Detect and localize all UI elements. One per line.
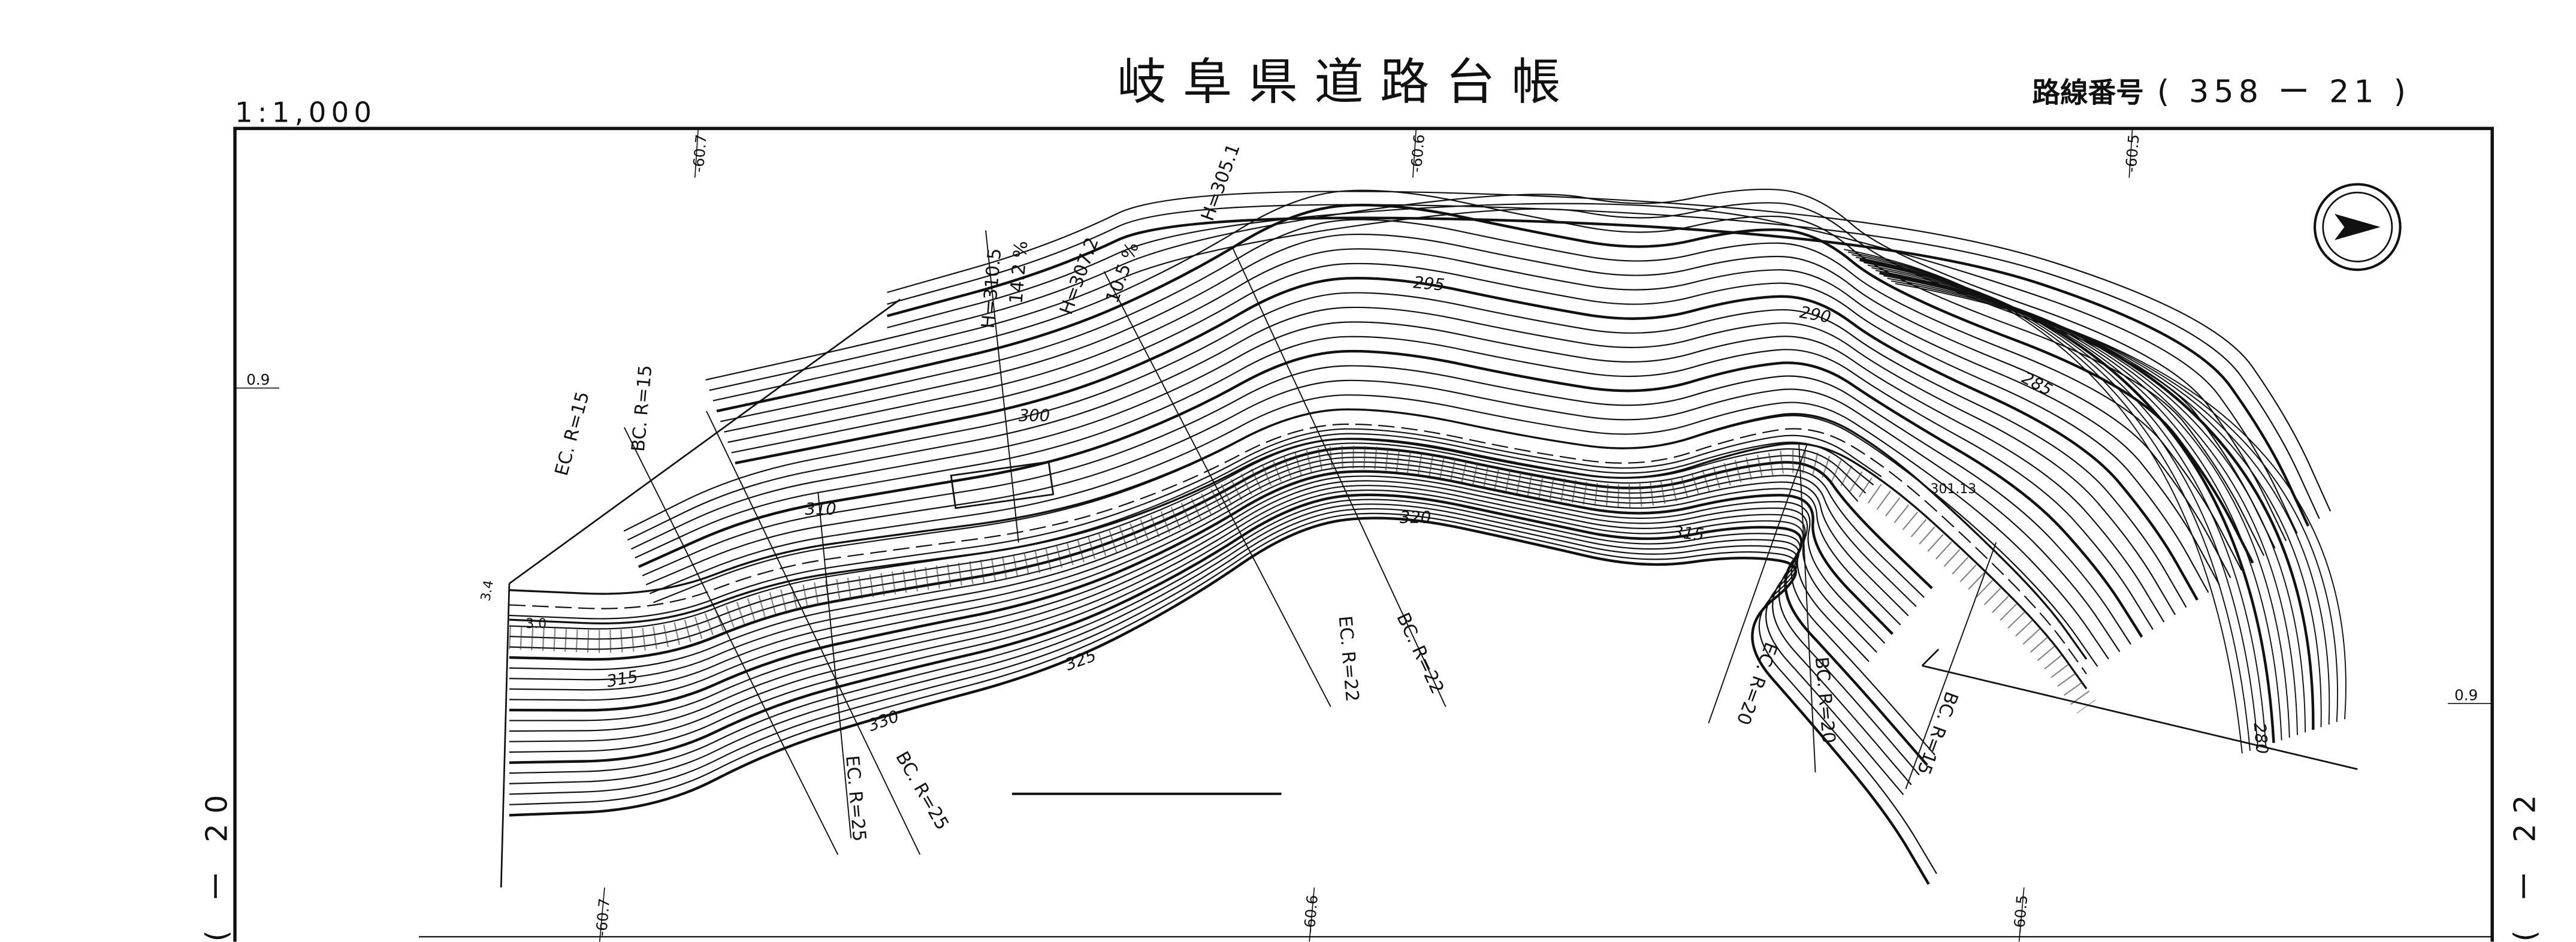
contour-line xyxy=(627,306,2176,615)
route-number: ( 358 ー 21 ) xyxy=(2157,74,2411,110)
curve-label: BC. R=22 xyxy=(1392,609,1448,697)
curve-label: BC. R=25 xyxy=(891,748,953,834)
contour-line xyxy=(509,485,1870,742)
contour-label: 295 xyxy=(1412,273,1445,294)
contour-line xyxy=(509,461,1909,691)
contour-line xyxy=(509,517,1930,885)
contour-label: 315 xyxy=(1672,523,1705,544)
contour-line xyxy=(887,204,2320,519)
contour-line xyxy=(509,480,1877,732)
contour-line xyxy=(509,499,1920,775)
contour-line xyxy=(1883,275,2322,727)
contour-line xyxy=(727,248,2221,586)
profile-elevation: H=305.1 xyxy=(1197,141,1245,224)
contour-line xyxy=(635,336,2154,630)
contour-line xyxy=(712,189,2265,556)
curve-label: BC. R=20 xyxy=(1811,656,1839,744)
contour-label: 300 xyxy=(1019,406,1050,425)
boundary-lines xyxy=(500,230,2358,888)
contour-line xyxy=(887,203,2298,534)
scale-label: 1:1,000 xyxy=(235,96,376,128)
curve-label: EC. R=25 xyxy=(841,754,869,842)
contour-line xyxy=(509,475,1886,721)
contour-line xyxy=(720,219,2243,571)
width-label: 3.4 xyxy=(478,579,497,602)
contour-line xyxy=(724,233,2231,578)
contour-line xyxy=(649,394,2109,660)
contour-line xyxy=(716,203,2254,564)
grid-label: -60.5 xyxy=(2010,894,2031,934)
contour-line xyxy=(509,508,1904,795)
contour-line xyxy=(509,503,1912,786)
contour-line xyxy=(509,446,1933,661)
contour-line xyxy=(1887,277,2330,725)
contour-line xyxy=(509,489,1936,756)
grid-label: -60.7 xyxy=(690,134,710,173)
contour-line xyxy=(887,191,2332,512)
contour-line xyxy=(509,512,1937,874)
contour-line xyxy=(509,466,1901,701)
contour-line xyxy=(705,188,2287,541)
contour-label: 280 xyxy=(2250,722,2271,755)
contour-line xyxy=(509,493,1928,766)
route-label: 路線番号 xyxy=(2032,76,2143,108)
road-shoulder-fill xyxy=(509,445,2096,714)
contour-line xyxy=(509,428,1882,620)
contour-lines xyxy=(509,188,2347,885)
contour-line xyxy=(1891,280,2338,722)
contour-line xyxy=(1867,264,2290,738)
road-centerline xyxy=(509,423,2087,675)
curve-label: BC. R=15 xyxy=(1913,689,1962,777)
grid-label: -60.5 xyxy=(2122,134,2142,173)
curve-label: BC. R=15 xyxy=(628,364,656,452)
curve-label: EC. R=20 xyxy=(1732,639,1781,727)
curve-label: EC. R=22 xyxy=(1334,615,1363,702)
profile-elevation: H=310.5 xyxy=(978,247,1006,330)
contour-line xyxy=(731,262,2209,593)
contour-label: 325 xyxy=(1063,647,1099,675)
contour-line xyxy=(645,379,2121,653)
road xyxy=(509,408,2096,714)
map-frame xyxy=(233,126,2494,942)
contour-label: 320 xyxy=(1400,508,1431,527)
grid-label: 0.9 xyxy=(2454,686,2478,704)
contour-line xyxy=(886,216,2310,527)
width-label: 3.0 xyxy=(526,617,546,632)
map-title: 岐阜県道路台帳 xyxy=(1117,54,1577,111)
road-edge xyxy=(509,408,2088,660)
building xyxy=(950,461,1055,509)
contour-line xyxy=(631,321,2165,623)
adjacent-sheet-left: ( ー 20 xyxy=(199,785,234,941)
contour-line xyxy=(1895,283,2347,720)
profile-grade: 14.2 % xyxy=(1005,240,1032,304)
grid-label: 0.9 xyxy=(246,371,270,388)
contour-line xyxy=(623,292,2187,608)
contour-line xyxy=(1879,271,2315,730)
elevation-label: 301.13 xyxy=(1931,482,1977,497)
adjacent-sheet-right: ( ー 22 xyxy=(2507,785,2542,941)
contour-line xyxy=(509,470,1894,712)
grid-label: -60.6 xyxy=(1300,894,1321,934)
contour-label: 285 xyxy=(2019,369,2055,400)
road-edge xyxy=(509,437,2088,690)
north-arrow-icon xyxy=(2314,183,2402,271)
grid-label: -60.6 xyxy=(1408,134,1428,173)
curve-label: EC. R=15 xyxy=(551,390,594,478)
contour-line xyxy=(642,365,2131,645)
contour-line xyxy=(638,349,2143,638)
contour-line xyxy=(735,277,2198,601)
contour-label: 310 xyxy=(805,500,836,519)
grid-label: -60.7 xyxy=(593,898,613,937)
contour-line xyxy=(1871,267,2298,735)
